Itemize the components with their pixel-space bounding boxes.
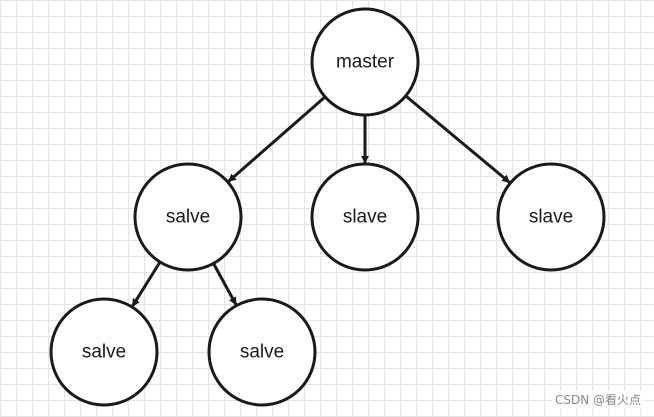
node-circle: [310, 162, 420, 272]
edge-master-to-n3: [404, 94, 511, 184]
node-n2: slave: [310, 162, 420, 272]
node-n1: salve: [133, 162, 243, 272]
node-master: master: [310, 7, 420, 117]
node-n5: salve: [207, 297, 317, 407]
nodes-layer: master salve slave slave salve salve: [49, 7, 606, 407]
watermark: CSDN @看火点: [551, 390, 644, 409]
node-label: salve: [82, 342, 126, 363]
node-label: slave: [343, 207, 387, 228]
node-label: salve: [166, 207, 210, 228]
node-circle: [310, 7, 420, 117]
node-n4: salve: [49, 297, 159, 407]
node-circle: [496, 162, 606, 272]
edge-n1-to-n4: [131, 261, 162, 307]
node-label: salve: [240, 342, 284, 363]
node-circle: [49, 297, 159, 407]
node-n3: slave: [496, 162, 606, 272]
node-circle: [207, 297, 317, 407]
edge-n1-to-n5: [212, 262, 238, 306]
node-circle: [133, 162, 243, 272]
edges-layer: [131, 94, 511, 307]
edge-master-to-n1: [227, 95, 327, 183]
node-label: slave: [529, 207, 573, 228]
node-label: master: [336, 52, 395, 73]
